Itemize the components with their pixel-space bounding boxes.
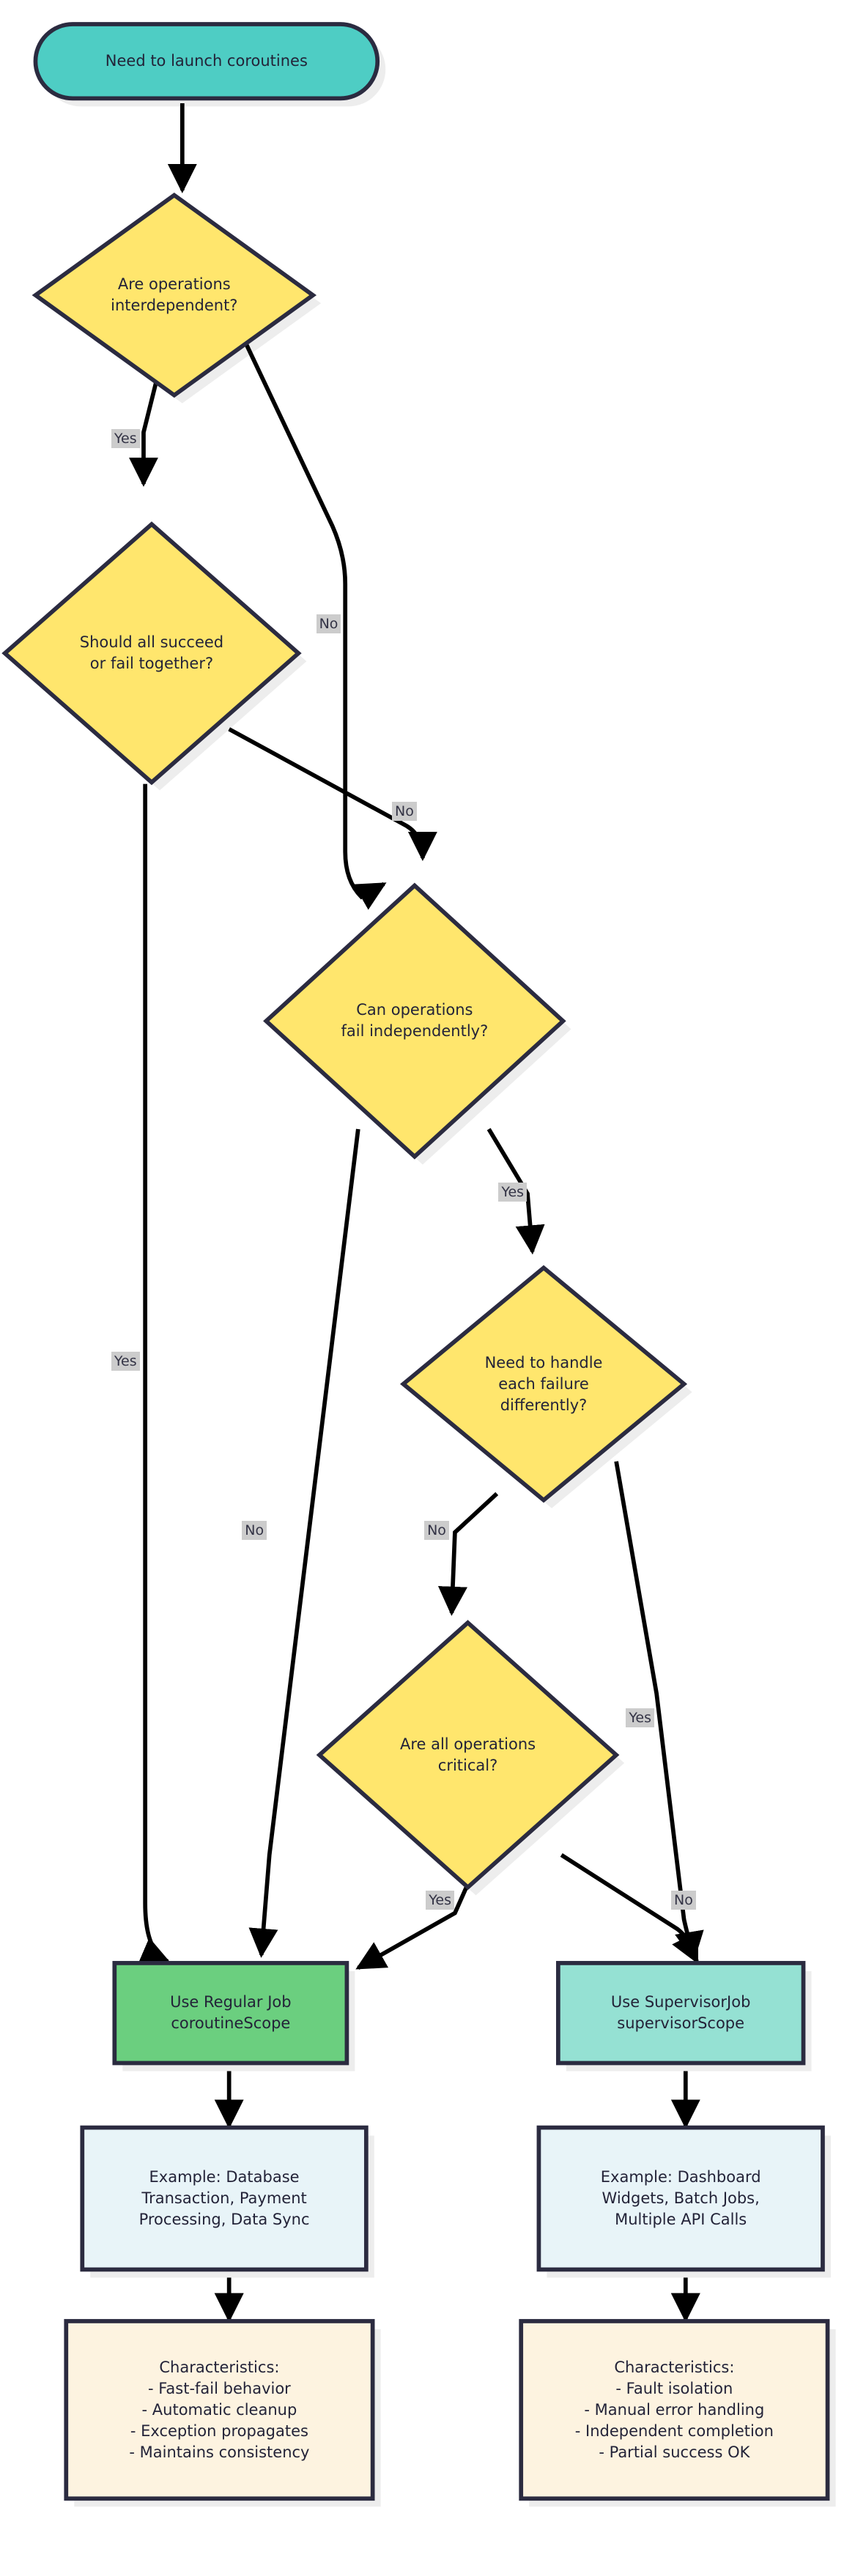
edge-label-d5-yes: Yes	[426, 1890, 454, 1910]
edge-label-d4-yes: Yes	[626, 1708, 654, 1727]
node-d2-shape	[1, 521, 302, 786]
edges	[128, 103, 704, 2323]
edge-d5-no-supervisor	[560, 1853, 704, 1962]
edge-label-d2-no: No	[392, 801, 417, 821]
edge-d4-no-d5	[437, 1492, 499, 1616]
edge-label-d4-no: No	[424, 1521, 449, 1541]
edge-d5-yes-regular	[355, 1883, 470, 1970]
edge-d1-no-d3	[243, 340, 387, 910]
edge-d1-yes-d2	[128, 367, 162, 487]
node-shapes	[1, 22, 830, 2501]
node-supervisor-shape	[555, 1961, 806, 2066]
node-d3-shape	[263, 882, 566, 1160]
edge-label-d5-no: No	[670, 1890, 696, 1910]
node-chars-left-shape	[64, 2319, 375, 2501]
edge-d3-no-regular	[248, 1128, 360, 1958]
edge-label-d3-no: No	[242, 1521, 267, 1541]
edge-label-d2-yes: Yes	[111, 1352, 140, 1371]
node-d5-shape	[316, 1620, 620, 1891]
edge-label-d1-yes: Yes	[111, 428, 140, 448]
edge-label-d3-yes: Yes	[498, 1182, 528, 1202]
node-regular-shape	[112, 1961, 349, 2066]
node-d1-shape	[32, 193, 317, 398]
node-d4-shape	[399, 1265, 688, 1503]
edge-d3-yes-d4	[486, 1128, 545, 1255]
edge-d2-yes-regular	[137, 783, 171, 1965]
node-example-left-shape	[80, 2125, 369, 2272]
node-example-right-shape	[536, 2125, 825, 2272]
node-start-shape	[33, 22, 380, 101]
edge-label-d1-no: No	[316, 614, 341, 634]
node-chars-right-shape	[519, 2319, 830, 2501]
edge-d2-no-d3	[228, 727, 437, 861]
